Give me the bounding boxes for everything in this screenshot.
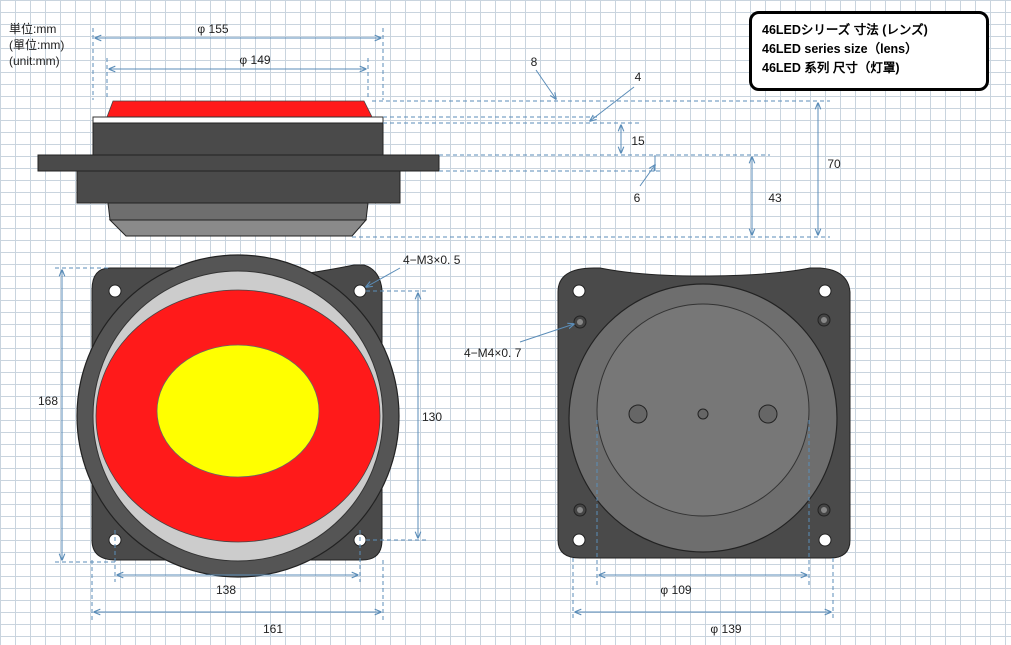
rear-thread-hole-tl-inner — [577, 319, 583, 325]
dim-phi-139: φ 139 — [710, 622, 741, 636]
rear-mount-hole-br — [818, 533, 832, 547]
dim-6: 6 — [634, 191, 641, 205]
front-dimension-labels: 168 130 138 161 4−M3×0. 5 — [38, 253, 461, 636]
side-bottom-step — [107, 202, 369, 221]
dim-8: 8 — [531, 55, 538, 69]
dim-130: 130 — [422, 410, 442, 424]
rear-thread-hole-bl-inner — [577, 507, 583, 513]
title-line-zh: 46LED 系列 尺寸（灯罩) — [762, 61, 900, 75]
title-box: 46LEDシリーズ 寸法 (レンズ) 46LED series size（len… — [749, 11, 989, 91]
rear-hole-right — [758, 404, 778, 424]
title-line-ja: 46LEDシリーズ 寸法 (レンズ) — [762, 23, 928, 37]
rear-hole-left — [628, 404, 648, 424]
side-flange — [37, 154, 440, 172]
rear-mount-hole-bl — [572, 533, 586, 547]
rear-dimensions — [519, 324, 834, 620]
front-mount-hole-tr — [353, 284, 367, 298]
front-mount-hole-tl — [108, 284, 122, 298]
rear-thread-hole-br-inner — [821, 507, 827, 513]
rear-mount-hole-tr — [818, 284, 832, 298]
front-dimensions — [55, 267, 426, 620]
dim-4: 4 — [635, 70, 642, 84]
side-dimensions — [92, 28, 830, 238]
dim-70: 70 — [827, 157, 841, 171]
dim-phi-109: φ 109 — [660, 583, 691, 597]
rear-view — [557, 267, 851, 559]
dim-161: 161 — [263, 622, 283, 636]
rear-thread-hole-tr-inner — [821, 317, 827, 323]
front-view — [76, 254, 400, 578]
unit-label-zh: (單位:mm) — [9, 38, 65, 52]
note-m3-thread: 4−M3×0. 5 — [403, 253, 461, 267]
side-lens-rim — [92, 116, 384, 124]
dim-168: 168 — [38, 394, 58, 408]
front-lens-yellow — [156, 344, 320, 478]
dim-phi-149: φ 149 — [239, 53, 270, 67]
side-dimension-labels: φ 155 φ 149 8 4 15 6 43 70 — [197, 22, 841, 205]
dim-phi-155: φ 155 — [197, 22, 228, 36]
note-m4-thread: 4−M4×0. 7 — [464, 346, 522, 360]
rear-hole-center — [697, 408, 709, 420]
side-view — [37, 100, 440, 237]
title-line-en: 46LED series size（lens） — [762, 42, 918, 56]
side-upper-body — [92, 122, 384, 156]
rear-mount-hole-tl — [572, 284, 586, 298]
dim-138: 138 — [216, 583, 236, 597]
dim-43: 43 — [768, 191, 782, 205]
side-lens-red — [106, 100, 373, 118]
dim-15: 15 — [631, 134, 645, 148]
unit-label-ja: 単位:mm — [9, 22, 57, 36]
rear-dimension-labels: φ 109 φ 139 4−M4×0. 7 — [464, 346, 742, 636]
side-lower-body — [76, 170, 401, 204]
side-bottom-cap — [108, 219, 368, 237]
unit-label-en: (unit:mm) — [9, 54, 60, 68]
